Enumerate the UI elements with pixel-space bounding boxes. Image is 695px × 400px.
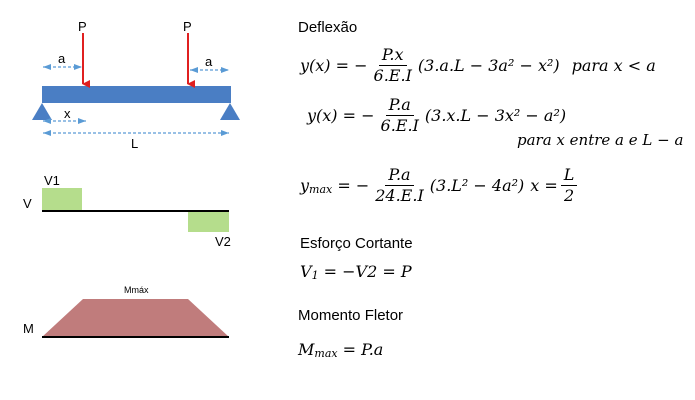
eq2-fraction: P.a 6.E.I bbox=[378, 96, 422, 135]
moment-max-label: Mmáx bbox=[124, 285, 149, 295]
eq3-lhs: y bbox=[300, 176, 310, 195]
eq3-lhs-sub: max bbox=[309, 183, 333, 196]
eq1-fraction: P.x 6.E.I bbox=[371, 46, 415, 85]
dim-a-left-label: a bbox=[58, 51, 66, 66]
eq5-sub: max bbox=[314, 347, 338, 360]
eq3-x-num: L bbox=[560, 166, 578, 186]
dim-a-right-label: a bbox=[205, 54, 213, 69]
eq4-v: V bbox=[300, 262, 312, 281]
eq5-lhs: M bbox=[298, 340, 315, 359]
shear-block-v1 bbox=[42, 188, 82, 211]
eq3-x-fraction: L 2 bbox=[560, 166, 578, 205]
heading-shear: Esforço Cortante bbox=[300, 235, 413, 252]
shear-v2-label: V2 bbox=[215, 234, 231, 249]
right-support bbox=[220, 103, 240, 120]
dim-L-label: L bbox=[131, 136, 138, 151]
shear-axis-label: V bbox=[23, 196, 32, 211]
shear-v1-label: V1 bbox=[44, 173, 60, 188]
eq4-sub: 1 bbox=[311, 269, 319, 282]
eq5-rhs: = P.a bbox=[337, 340, 384, 359]
eq1-lhs: y(x) = − bbox=[300, 56, 368, 75]
heading-moment: Momento Fletor bbox=[298, 307, 404, 324]
eq4-rest: = −V2 = P bbox=[318, 262, 412, 281]
eq3-den: 24.E.I bbox=[375, 186, 424, 205]
eq2-num: P.a bbox=[385, 96, 414, 116]
deflection-eq-2: y(x) = − P.a 6.E.I (3.x.L − 3x² − a²) bbox=[307, 96, 566, 135]
eq2-lhs: y(x) = − bbox=[307, 106, 375, 125]
eq1-num: P.x bbox=[378, 46, 407, 66]
dim-x-label: x bbox=[64, 106, 71, 121]
moment-axis-label: M bbox=[23, 321, 34, 336]
eq3-x-den: 2 bbox=[564, 186, 575, 205]
load-label-right: P bbox=[183, 19, 192, 34]
left-support bbox=[32, 103, 52, 120]
eq3-num: P.a bbox=[385, 166, 414, 186]
eq3-rhs: (3.L² − 4a²) bbox=[429, 176, 525, 195]
eq1-den: 6.E.I bbox=[373, 66, 412, 85]
eq2-condition: para x entre a e L − a bbox=[517, 131, 684, 149]
shear-block-v2 bbox=[188, 211, 229, 232]
eq3-lhs-eq: = − bbox=[332, 176, 370, 195]
deflection-eq-1: y(x) = − P.x 6.E.I (3.a.L − 3a² − x²) pa… bbox=[300, 46, 656, 85]
heading-deflection: Deflexão bbox=[298, 19, 358, 36]
eq1-condition: para x < a bbox=[571, 56, 656, 75]
moment-trapezoid bbox=[42, 299, 229, 337]
eq3-fraction: P.a 24.E.I bbox=[372, 166, 427, 205]
eq2-den: 6.E.I bbox=[380, 116, 419, 135]
eq3-x-eq: x = bbox=[530, 176, 558, 195]
eq2-rhs: (3.x.L − 3x² − a²) bbox=[424, 106, 567, 125]
load-label-left: P bbox=[78, 19, 87, 34]
eq1-rhs: (3.a.L − 3a² − x²) bbox=[417, 56, 560, 75]
beam bbox=[42, 86, 231, 103]
